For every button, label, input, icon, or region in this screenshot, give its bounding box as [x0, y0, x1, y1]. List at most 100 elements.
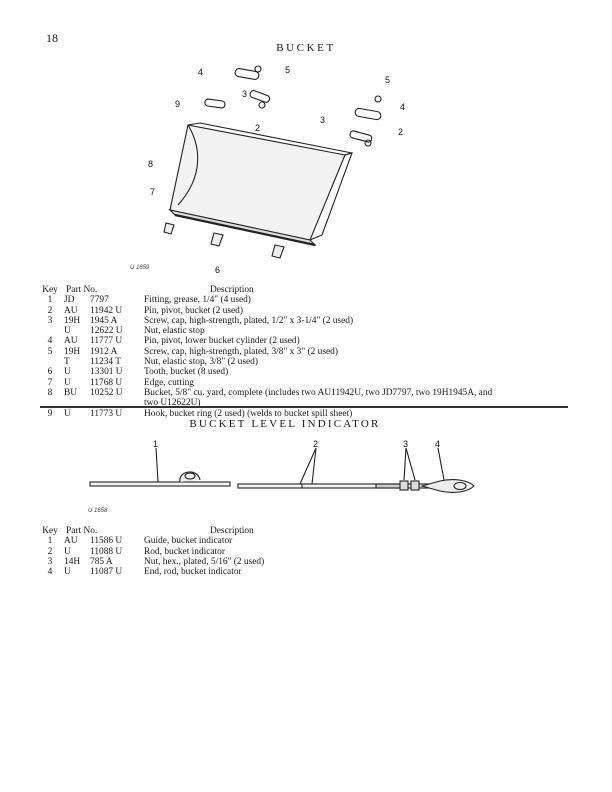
row-key: 9: [47, 408, 53, 419]
row-key: [40, 357, 60, 367]
row-part-number: 11087 U: [90, 567, 123, 578]
row-part-prefix: U: [64, 546, 71, 557]
table-row: 3 19H 1945 A Screw, cap, high-strength, pla…: [40, 316, 492, 326]
row-part-number: 11942 U: [90, 305, 123, 316]
figure-ref-indicator: U 1658: [88, 508, 108, 514]
row-part-prefix: AU: [64, 536, 78, 547]
col-part-no: Part No.: [66, 526, 98, 536]
row-key: 3: [47, 556, 53, 567]
row-description: Rod, bucket indicator: [144, 546, 225, 557]
callout-4: 4: [198, 67, 203, 77]
row-key: 8: [47, 387, 53, 398]
row-description: Fitting, grease, 1/4" (4 used): [144, 295, 251, 306]
row-description: two U12622U): [144, 398, 201, 409]
figure-ref-bucket: U 1659: [130, 265, 150, 271]
table-row: 1 AU 11586 U Guide, bucket indicator: [40, 536, 264, 546]
callout-6: 6: [215, 265, 220, 275]
row-key: 4: [47, 336, 53, 347]
row-part-prefix: U: [64, 408, 71, 419]
callout-li-4: 4: [435, 440, 440, 449]
row-description: Tooth, bucket (8 used): [144, 367, 229, 378]
section-title-bucket: BUCKET: [276, 42, 336, 54]
row-description: Hook, bucket ring (2 used) (welds to buc…: [144, 408, 353, 419]
row-part-prefix: AU: [64, 305, 78, 316]
row-description: Edge, cutting: [144, 377, 194, 388]
row-part-number: 10252 U: [90, 387, 123, 398]
table-row: two U12622U): [40, 398, 492, 408]
row-part-prefix: JD: [64, 295, 75, 306]
bucket-parts-table: Key Part No. Description 1 JD 7797 Fitting,…: [40, 285, 492, 419]
row-key: 1: [47, 295, 53, 306]
row-description: End, rod, bucket indicator: [144, 567, 242, 578]
row-part-prefix: AU: [64, 336, 78, 347]
row-part-number: 11586 U: [90, 536, 123, 547]
row-key: 1: [47, 536, 53, 547]
callout-3: 3: [242, 89, 247, 99]
table-row: 1 JD 7797 Fitting, grease, 1/4" (4 used): [40, 295, 492, 305]
callout-li-3: 3: [403, 440, 408, 449]
row-part-number: 785 A: [90, 556, 113, 567]
row-part-number: 12622 U: [90, 326, 123, 337]
col-key: Key: [42, 285, 58, 295]
callout-2: 2: [255, 123, 260, 133]
level-indicator-illustration: 1 2 3 4 U 1658: [88, 440, 475, 514]
row-description: Screw, cap, high-strength, plated, 1/2" …: [144, 315, 354, 326]
row-key: 2: [47, 305, 53, 316]
callout-9: 9: [175, 99, 180, 109]
row-part-prefix: U: [64, 367, 71, 378]
table-row: 3 14H 785 A Nut, hex., plated, 5/16" (2 use…: [40, 556, 265, 567]
row-part-prefix: 19H: [64, 315, 81, 326]
col-key: Key: [42, 526, 58, 536]
row-part-number: 13301 U: [90, 367, 123, 378]
callout-5: 5: [285, 65, 290, 75]
col-description: Description: [210, 285, 254, 295]
row-description: Pin, pivot, lower bucket cylinder (2 use…: [144, 336, 300, 347]
row-part-prefix: U: [64, 567, 71, 578]
row-description: Screw, cap, high-strength, plated, 3/8" …: [144, 346, 338, 357]
row-part-prefix: U: [64, 326, 71, 337]
callout-2b: 2: [398, 127, 403, 137]
row-part-prefix: 19H: [64, 346, 81, 357]
section-divider: [40, 406, 568, 408]
callout-li-1: 1: [153, 440, 158, 449]
row-key: 3: [47, 315, 53, 326]
row-part-number: 1912 A: [90, 346, 118, 357]
row-key: [40, 326, 60, 336]
row-part-number: 11234 T: [90, 357, 121, 368]
table-row: 2 AU 11942 U Pin, pivot, bucket (2 used): [40, 306, 492, 316]
row-description: Pin, pivot, bucket (2 used): [144, 305, 243, 316]
row-part-prefix: 14H: [64, 556, 81, 567]
row-description: Nut, elastic stop: [144, 326, 205, 337]
row-part-number: 7797: [90, 295, 109, 306]
row-part-number: 11088 U: [90, 546, 123, 557]
row-part-number: 1945 A: [90, 315, 118, 326]
callout-4b: 4: [400, 102, 405, 112]
table-row: 8 BU 10252 U Bucket, 5/8" cu. yard, complet…: [40, 387, 493, 398]
row-key: 6: [47, 367, 53, 378]
callout-3b: 3: [320, 115, 325, 125]
row-key: 2: [47, 546, 53, 557]
row-description: Nut, hex., plated, 5/16" (2 used): [144, 556, 265, 567]
page-number: 18: [46, 31, 58, 45]
callout-8: 8: [148, 159, 153, 169]
callout-5b: 5: [385, 75, 390, 85]
row-description: Bucket, 5/8" cu. yard, complete (include…: [144, 387, 493, 398]
row-description: Guide, bucket indicator: [144, 536, 233, 547]
row-part-prefix: BU: [64, 387, 78, 398]
row-description: Nut, elastic stop, 3/8" (2 used): [144, 357, 258, 368]
callout-li-2: 2: [313, 440, 318, 449]
col-description: Description: [210, 526, 254, 536]
indicator-parts-table: Key Part No. Description 1 AU 11586 U Guide…: [40, 526, 264, 577]
section-title-level-indicator: BUCKET LEVEL INDICATOR: [189, 418, 381, 430]
bucket-illustration: 4 5 9 3 2 5 3 4 2 8 7 6 U 1659: [130, 65, 405, 275]
row-part-number: 11768 U: [90, 377, 123, 388]
callout-7: 7: [150, 187, 155, 197]
col-part-no: Part No.: [66, 285, 98, 295]
